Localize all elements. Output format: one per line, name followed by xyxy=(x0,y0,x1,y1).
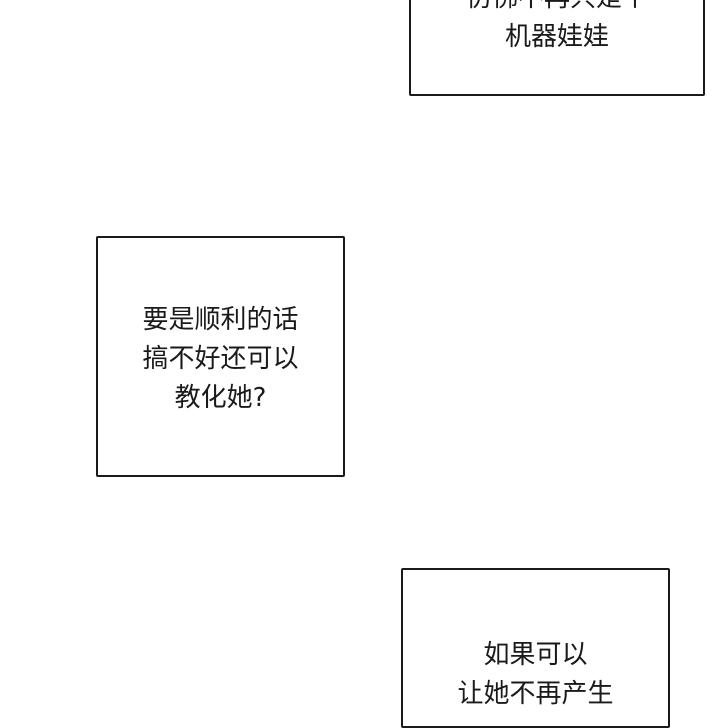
speech-box-1: 仿佛不再只是个 机器娃娃 xyxy=(409,0,705,96)
speech-box-2: 要是顺利的话 搞不好还可以 教化她? xyxy=(96,236,345,477)
text-line: 如果可以 xyxy=(483,640,588,670)
speech-box-3: 如果可以 让她不再产生 xyxy=(401,568,670,728)
speech-text: 如果可以 让她不再产生 xyxy=(403,636,668,714)
text-line: 机器娃娃 xyxy=(504,22,609,52)
speech-text: 要是顺利的话 搞不好还可以 教化她? xyxy=(98,301,343,418)
speech-text: 仿佛不再只是个 机器娃娃 xyxy=(411,0,703,57)
text-line: 搞不好还可以 xyxy=(142,344,299,374)
text-line: 仿佛不再只是个 xyxy=(411,0,703,18)
text-line: 让她不再产生 xyxy=(457,679,614,709)
text-line: 教化她? xyxy=(174,383,267,413)
text-line: 要是顺利的话 xyxy=(142,305,299,335)
